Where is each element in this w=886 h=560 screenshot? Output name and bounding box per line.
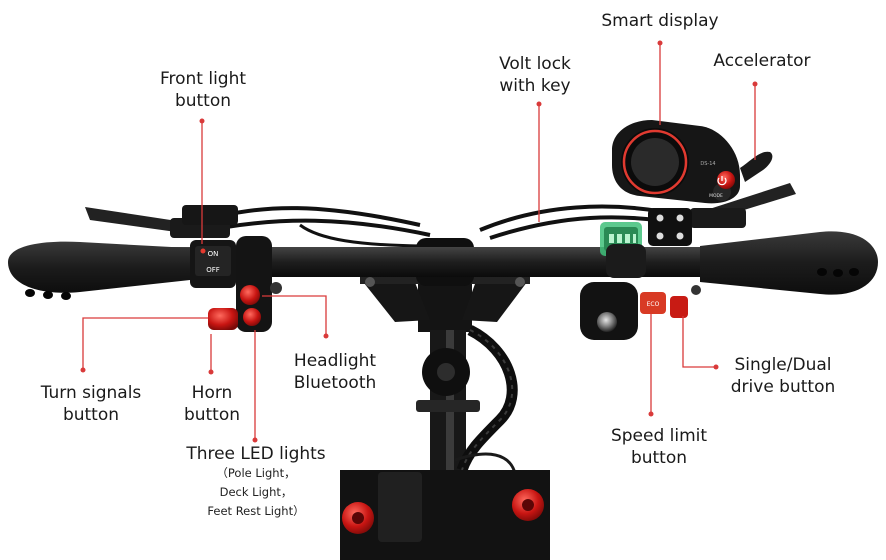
- three-led-label: Three LED lights: [176, 443, 336, 465]
- left-brake-lever: [85, 205, 238, 238]
- deck-light-text: Deck Light，: [219, 485, 293, 499]
- headlight-label-line-2: Bluetooth: [293, 373, 377, 393]
- front-light-label-line-1: Front light: [159, 69, 247, 89]
- horn-label: Horn button: [170, 382, 254, 426]
- volt-lock-label: Volt lock with key: [480, 53, 590, 97]
- accelerator-throttle: [740, 151, 773, 182]
- deck-lights: [340, 470, 550, 560]
- front-light-label: Front light button: [145, 68, 261, 112]
- display-model-text: DS-14: [700, 161, 715, 167]
- accelerator-label: Accelerator: [700, 50, 824, 72]
- turn-signals-label-line-1: Turn signals: [40, 383, 142, 403]
- headlight-label-line-1: Headlight: [293, 351, 377, 371]
- right-switch-block: [648, 208, 692, 246]
- smart-display-label: Smart display: [585, 10, 735, 32]
- turn-signals-label-line-2: button: [62, 405, 120, 425]
- leader-dots: [80, 40, 758, 443]
- single-dual-label-line-1: Single/Dual: [734, 355, 832, 375]
- horn-label-line-1: Horn: [191, 383, 233, 403]
- turn-signals-label: Turn signals button: [25, 382, 157, 426]
- switch-off-text: OFF: [206, 266, 220, 274]
- feet-rest-light-text: Feet Rest Light）: [207, 504, 305, 518]
- right-lower-pod: [580, 244, 701, 340]
- speed-limit-label: Speed limit button: [596, 425, 722, 469]
- speed-limit-label-line-1: Speed limit: [610, 426, 708, 446]
- speed-limit-label-line-2: button: [630, 448, 688, 468]
- right-grip: [700, 231, 878, 295]
- three-led-detail: （Pole Light， Deck Light， Feet Rest Light…: [176, 464, 336, 521]
- leader-lines: [82, 43, 756, 440]
- single-dual-label: Single/Dual drive button: [718, 354, 848, 398]
- three-led-label-line: Three LED lights: [186, 444, 326, 464]
- switch-on-text: ON: [208, 250, 219, 258]
- speed-button-text: ECO: [647, 301, 660, 308]
- handlebar-tube: [130, 247, 750, 277]
- right-brake-lever: [690, 183, 796, 228]
- accelerator-label-line: Accelerator: [713, 51, 811, 71]
- left-grip: [8, 241, 190, 300]
- front-light-label-line-2: button: [174, 91, 232, 111]
- volt-lock-label-line-1: Volt lock: [499, 54, 571, 74]
- steering-stem: [416, 262, 518, 560]
- headlight-bluetooth-label: Headlight Bluetooth: [280, 350, 390, 394]
- smart-display-label-line: Smart display: [601, 11, 719, 31]
- pole-light-text: （Pole Light，: [216, 466, 296, 480]
- volt-lock-label-line-2: with key: [499, 76, 571, 96]
- mode-text: MODE: [709, 193, 723, 199]
- left-button-cluster: [208, 236, 282, 332]
- horn-label-line-2: button: [183, 405, 241, 425]
- left-switch-housing: [190, 240, 236, 288]
- smart-display: [612, 120, 740, 204]
- single-dual-label-line-2: drive button: [730, 377, 836, 397]
